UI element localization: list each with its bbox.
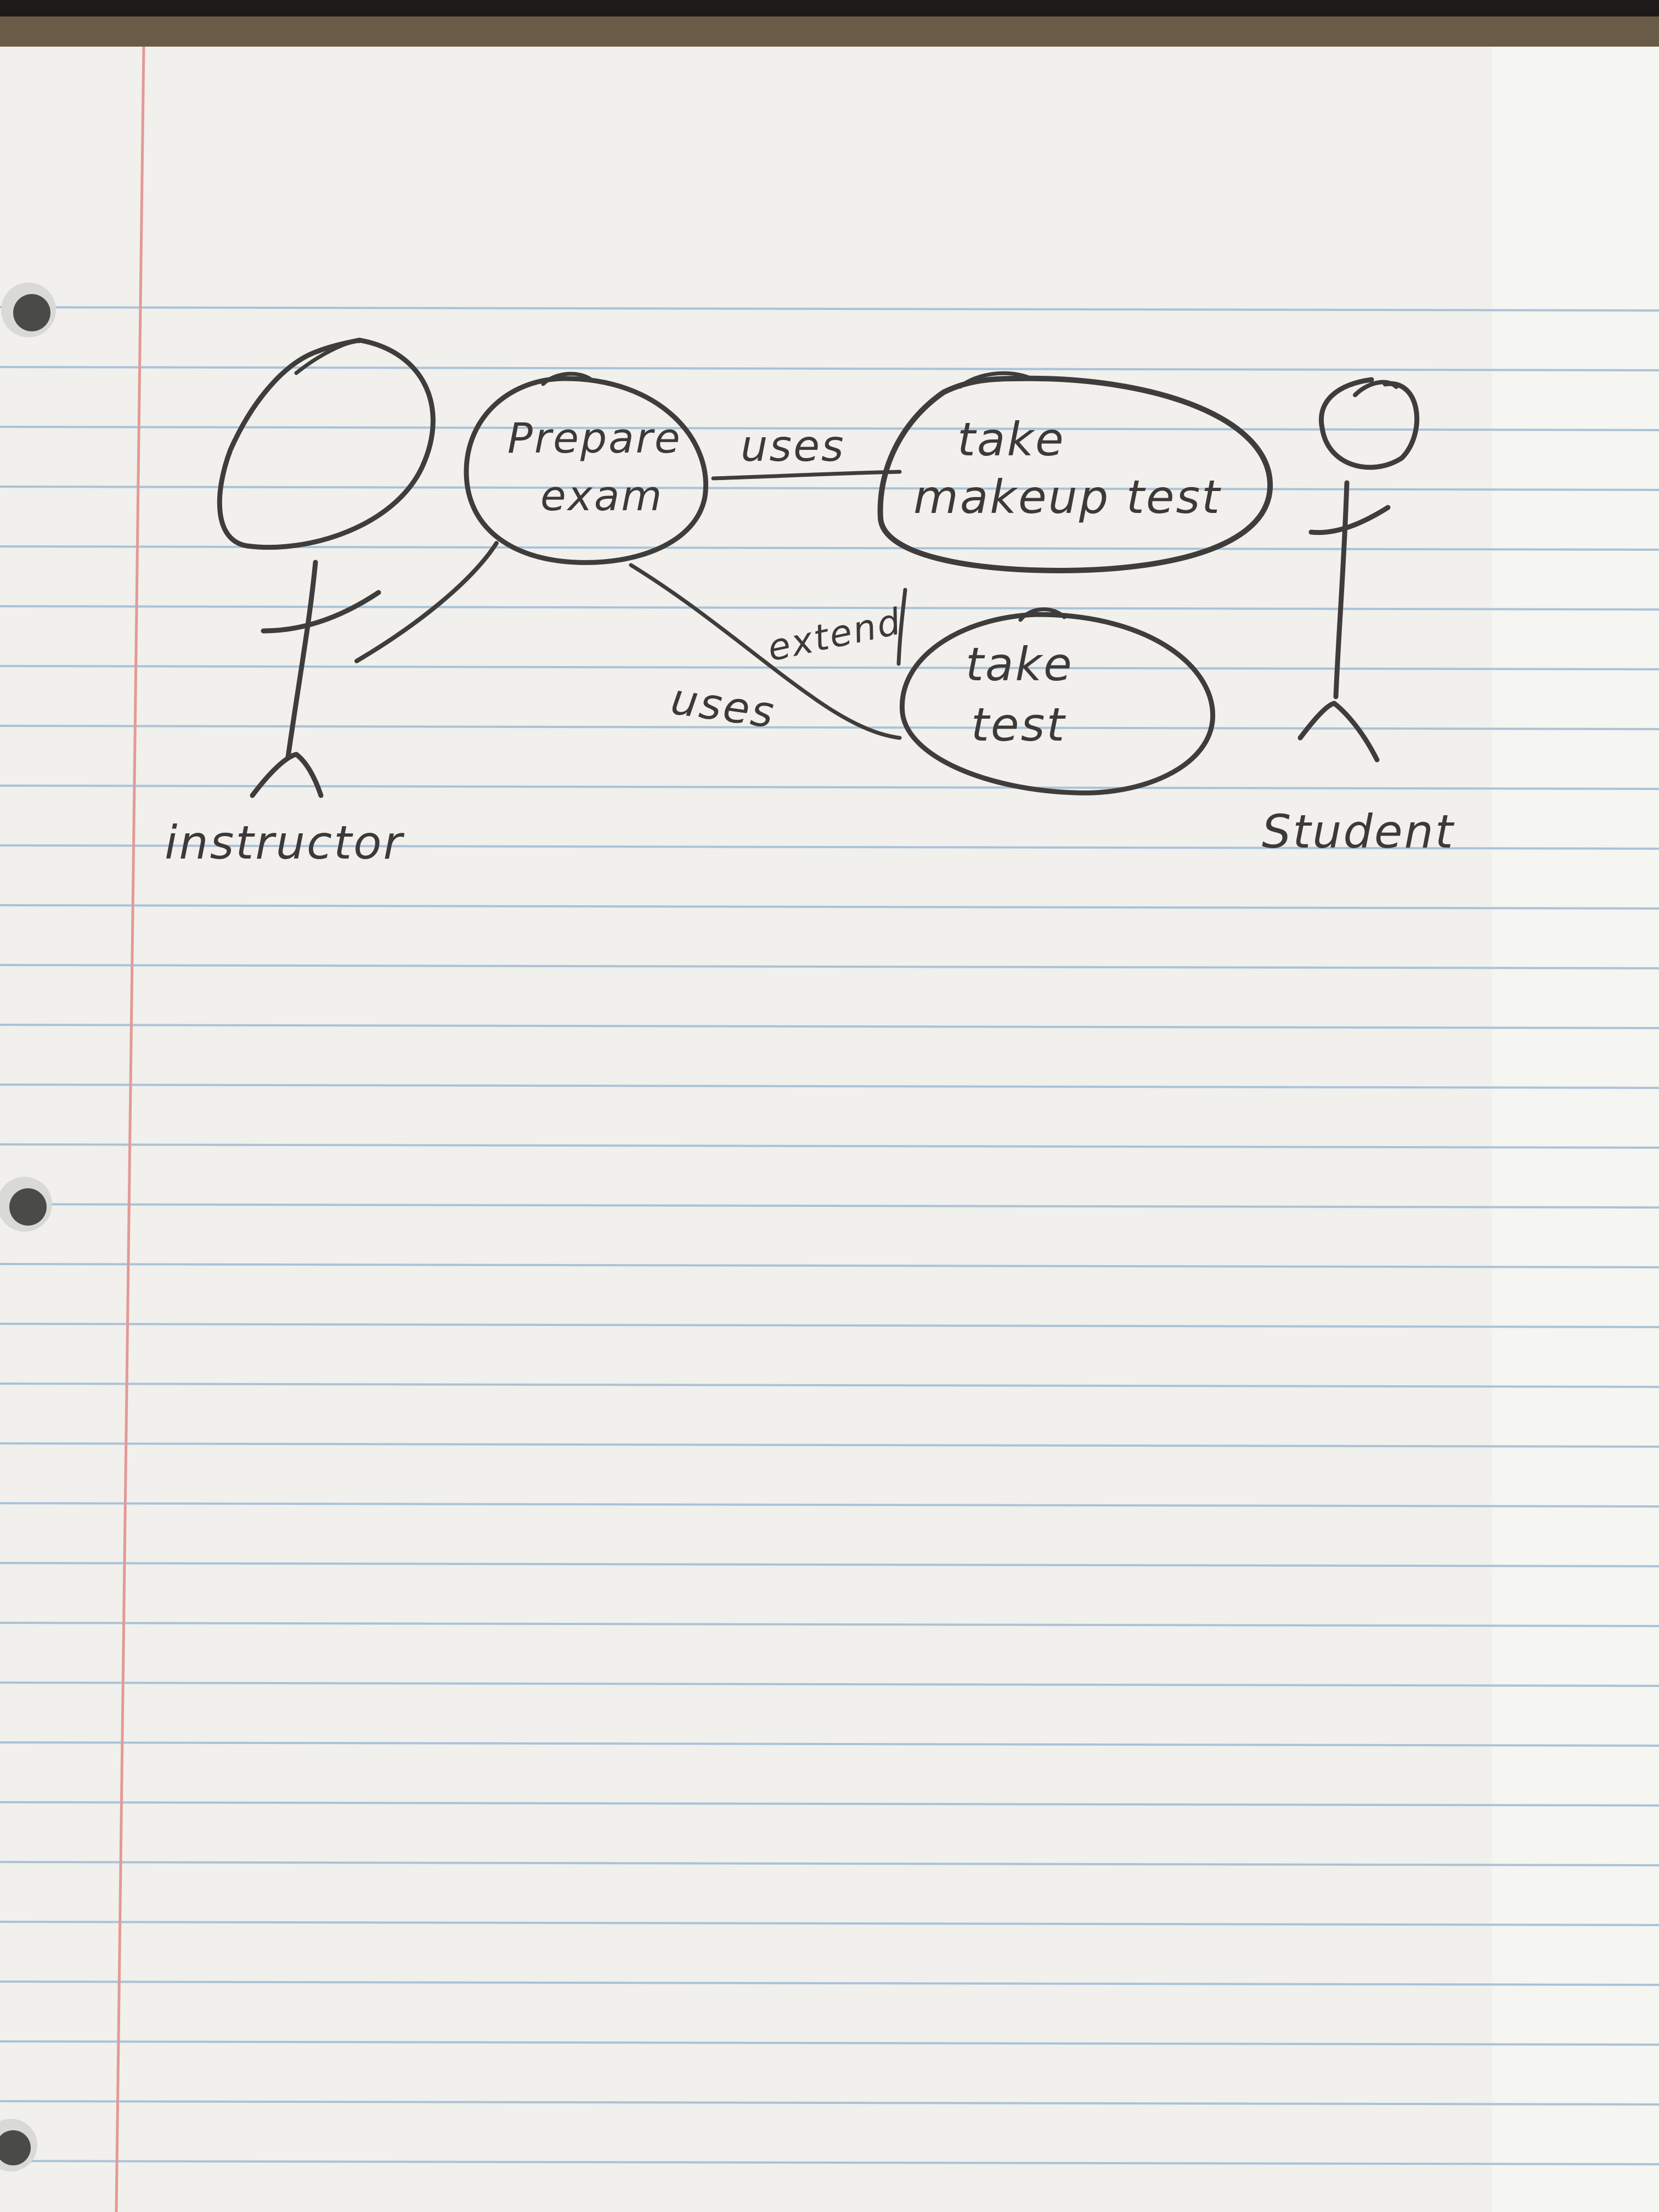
ruled-line xyxy=(0,1323,1659,1328)
ruled-line xyxy=(0,785,1659,790)
binder-hole-shadow xyxy=(0,2130,31,2165)
binder-holes xyxy=(0,283,56,2171)
ruled-line xyxy=(0,1442,1659,1448)
ruled-line xyxy=(0,725,1659,730)
actor-body xyxy=(1333,480,1350,699)
relation-label-uses: uses xyxy=(741,422,845,471)
use-case-label-line-1: take xyxy=(957,413,1065,466)
actor-arms xyxy=(261,590,381,634)
margin-line xyxy=(115,46,145,2212)
use-case-label-line-1: take xyxy=(966,637,1074,691)
ruled-line xyxy=(0,306,1659,312)
ruled-line xyxy=(0,1502,1659,1508)
use-case-ellipse-overstroke xyxy=(541,371,592,386)
use-case-ellipse xyxy=(464,376,708,565)
use-case-label-line-2: exam xyxy=(540,471,663,520)
actor-label-student: Student xyxy=(1262,805,1455,859)
ruled-line xyxy=(0,844,1659,850)
binder-hole-shadow xyxy=(13,294,50,331)
ruled-line xyxy=(0,486,1659,491)
actor-student: Student xyxy=(1262,377,1455,859)
ruled-line xyxy=(0,426,1659,431)
binder-hole-shadow xyxy=(9,1188,47,1226)
association-line-instructor-prepare-exam xyxy=(354,541,499,663)
ruled-line xyxy=(0,1622,1659,1627)
ruled-line xyxy=(0,1562,1659,1567)
use-case-ellipse-overstroke xyxy=(958,371,1034,389)
ruled-line xyxy=(0,605,1659,611)
ruled-line xyxy=(0,1263,1659,1268)
actor-head xyxy=(1319,377,1419,470)
use-case-label-line-2: makeup test xyxy=(913,470,1221,524)
ruled-line xyxy=(0,1861,1659,1866)
actor-label-instructor: instructor xyxy=(165,816,405,870)
actor-legs xyxy=(1297,701,1380,763)
actor-head-overstroke xyxy=(294,339,362,375)
use-case-ellipse xyxy=(877,375,1273,573)
use-case-take-test: take test xyxy=(899,607,1216,795)
ruled-line xyxy=(0,1801,1659,1807)
ruled-line xyxy=(0,366,1659,371)
ruled-line xyxy=(0,1681,1659,1687)
ruled-line xyxy=(0,1921,1659,1926)
ruled-line xyxy=(0,1143,1659,1149)
use-case-ellipse-overstroke xyxy=(1018,607,1066,622)
use-case-prepare-exam: Prepare exam xyxy=(464,371,708,565)
ruled-lines xyxy=(0,306,1659,2165)
ruled-line xyxy=(0,1084,1659,1089)
use-case-take-makeup-test: take makeup test xyxy=(877,371,1273,573)
ruled-line xyxy=(0,1024,1659,1029)
actor-instructor: instructor xyxy=(165,337,436,870)
ruled-line xyxy=(0,904,1659,910)
use-case-ellipse xyxy=(899,612,1216,795)
actor-arms xyxy=(1308,505,1391,535)
paper-highlight xyxy=(1492,47,1659,2212)
ruled-line xyxy=(0,2040,1659,2046)
actor-head-overstroke xyxy=(1353,380,1398,397)
ruled-line xyxy=(0,964,1659,969)
relation-line-uses xyxy=(629,563,902,740)
ruled-line xyxy=(0,2160,1659,2165)
relation-line-uses xyxy=(711,470,902,481)
actor-body xyxy=(285,560,318,760)
actor-head xyxy=(217,337,436,550)
use-case-label-line-2: test xyxy=(971,698,1066,752)
actor-legs xyxy=(250,752,324,798)
relation-line-extend xyxy=(896,588,907,666)
use-case-label-line-1: Prepare xyxy=(507,414,682,462)
ruled-line xyxy=(0,1980,1659,1986)
use-case-diagram: instructor Student Prepare exam take mak… xyxy=(165,337,1455,870)
ruled-line xyxy=(0,1203,1659,1209)
ruled-line xyxy=(0,2100,1659,2106)
ruled-line xyxy=(0,1383,1659,1388)
notebook-paper xyxy=(0,47,1659,2212)
ruled-line xyxy=(0,1741,1659,1747)
ruled-line xyxy=(0,665,1659,670)
